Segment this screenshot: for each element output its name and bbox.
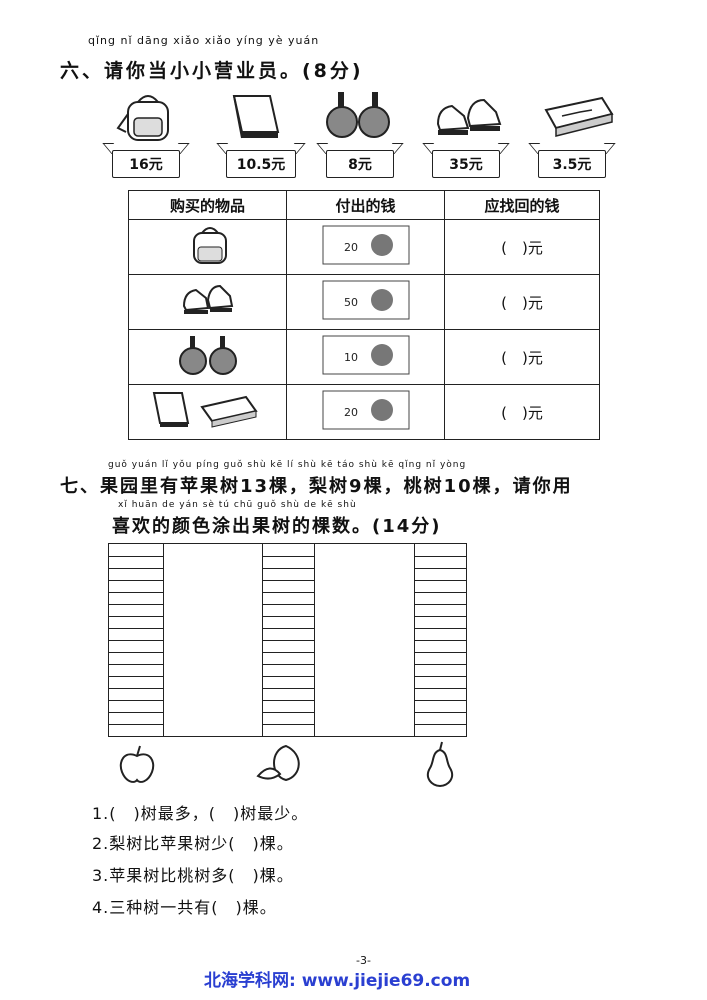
grid-cell-line <box>262 652 314 653</box>
grid-cell-line <box>414 652 466 653</box>
grid-cell-line <box>262 688 314 689</box>
grid-cell-line <box>109 592 163 593</box>
question-4[interactable]: 4.三种树一共有( )棵。 <box>92 898 277 917</box>
grid-cell-line <box>262 568 314 569</box>
peach-icon <box>256 744 300 782</box>
question-1[interactable]: 1.( )树最多，( )树最少。 <box>92 804 309 823</box>
banknote-icon: 20 <box>322 390 409 430</box>
banknote-icon: 50 <box>322 280 409 320</box>
footer-watermark: 北海学科网: www.jiejie69.com <box>204 971 471 991</box>
pear-icon <box>426 741 454 788</box>
section7-text-line2: 喜欢的颜色涂出果树的棵数。(14分) <box>112 516 442 537</box>
shop-table: 购买的物品 付出的钱 应找回的钱 20 ( )元 <box>128 190 600 440</box>
grid-cell-line <box>414 568 466 569</box>
grid-cell-line <box>414 592 466 593</box>
answer-blank[interactable]: ( )元 <box>444 274 600 330</box>
table-row: 10 ( )元 <box>128 329 600 385</box>
price-tag: 16元 <box>112 150 180 178</box>
grid-cell-line <box>414 664 466 665</box>
grid-cell-line <box>414 712 466 713</box>
grid-cell-line <box>414 688 466 689</box>
grid-cell-line <box>262 604 314 605</box>
book-icon <box>232 95 280 139</box>
grid-cell-line <box>109 724 163 725</box>
section6-title: 六、请你当小小营业员。(8分) <box>60 60 364 82</box>
grid-cell-line <box>262 664 314 665</box>
grid-cell-line <box>414 724 466 725</box>
bill-value: 20 <box>344 241 358 254</box>
grid-cell-line <box>109 580 163 581</box>
grid-cell-line <box>109 640 163 641</box>
table-row: 20 ( )元 <box>128 384 600 440</box>
grid-cell-line <box>262 592 314 593</box>
grid-cell-line <box>262 616 314 617</box>
bill-value: 10 <box>344 351 358 364</box>
banknote-icon: 10 <box>322 335 409 375</box>
book-and-pencil-case-icons <box>152 392 258 428</box>
table-header: 购买的物品 <box>128 190 287 220</box>
table-row: 20 ( )元 <box>128 219 600 275</box>
pencil-case-icon <box>544 96 614 137</box>
answer-blank[interactable]: ( )元 <box>444 219 600 275</box>
section7-pinyin-line2: xǐ huān de yán sè tú chū guǒ shù de kē s… <box>118 500 357 510</box>
answer-blank[interactable]: ( )元 <box>444 384 600 440</box>
ping-pong-paddles-icon <box>326 92 390 138</box>
grid-cell-line <box>262 724 314 725</box>
grid-cell-line <box>414 640 466 641</box>
grid-cell-line <box>109 616 163 617</box>
gap-column <box>314 543 415 737</box>
grid-cell-line <box>262 640 314 641</box>
apple-icon <box>119 745 155 783</box>
bill-value: 50 <box>344 296 358 309</box>
gap-column <box>162 543 263 737</box>
sneakers-icon <box>182 284 233 314</box>
grid-cell-line <box>109 568 163 569</box>
grid-cell-line <box>262 628 314 629</box>
grid-cell-line <box>109 604 163 605</box>
bill-value: 20 <box>344 406 358 419</box>
ping-pong-paddles-icon <box>178 336 237 375</box>
grid-cell-line <box>109 652 163 653</box>
grid-cell-line <box>414 604 466 605</box>
grid-cell-line <box>262 712 314 713</box>
apple-tree-column[interactable] <box>108 543 164 737</box>
grid-cell-line <box>414 616 466 617</box>
backpack-icon <box>192 227 227 264</box>
grid-cell-line <box>109 700 163 701</box>
grid-cell-line <box>414 628 466 629</box>
table-header: 应找回的钱 <box>444 190 600 220</box>
table-row: 50 ( )元 <box>128 274 600 330</box>
grid-cell-line <box>414 676 466 677</box>
price-tag: 35元 <box>432 150 500 178</box>
grid-cell-line <box>109 664 163 665</box>
price-tag: 8元 <box>326 150 394 178</box>
backpack-icon <box>116 95 169 141</box>
price-tag: 10.5元 <box>226 150 296 178</box>
grid-cell-line <box>414 700 466 701</box>
table-header: 付出的钱 <box>286 190 445 220</box>
grid-cell-line <box>262 676 314 677</box>
pear-tree-column[interactable] <box>414 543 467 737</box>
question-3[interactable]: 3.苹果树比桃树多( )棵。 <box>92 866 294 885</box>
sneakers-icon <box>436 98 502 135</box>
grid-cell-line <box>109 688 163 689</box>
answer-blank[interactable]: ( )元 <box>444 329 600 385</box>
grid-cell-line <box>109 628 163 629</box>
page-number: -3- <box>356 954 371 967</box>
grid-cell-line <box>109 712 163 713</box>
peach-tree-column[interactable] <box>262 543 315 737</box>
section6-pinyin: qǐng nǐ dāng xiǎo xiǎo yíng yè yuán <box>88 34 320 47</box>
grid-cell-line <box>262 700 314 701</box>
grid-cell-line <box>414 580 466 581</box>
question-2[interactable]: 2.梨树比苹果树少( )棵。 <box>92 834 294 853</box>
grid-cell-line <box>262 580 314 581</box>
grid-cell-line <box>262 556 314 557</box>
section7-pinyin-line1: guǒ yuán lǐ yǒu píng guǒ shù kē lí shù k… <box>108 460 467 470</box>
grid-cell-line <box>414 556 466 557</box>
grid-cell-line <box>109 676 163 677</box>
banknote-icon: 20 <box>322 225 409 265</box>
grid-cell-line <box>109 556 163 557</box>
section7-text-line1: 七、果园里有苹果树13棵，梨树9棵，桃树10棵，请你用 <box>60 476 573 497</box>
price-tag: 3.5元 <box>538 150 606 178</box>
